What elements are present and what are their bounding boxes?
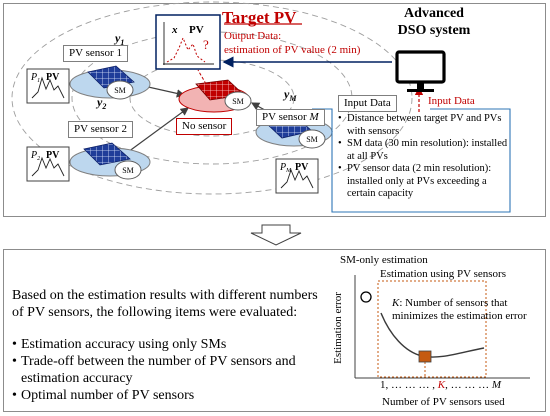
k-note-rest: : Number of sensors that <box>399 297 508 309</box>
svg-text:?: ? <box>203 37 209 52</box>
sm-label: SM <box>122 166 134 175</box>
k-note: K: Number of sensors that minimizes the … <box>392 297 527 323</box>
monitor-icon <box>395 50 446 92</box>
pv-profile-1: P1 PV <box>26 68 70 104</box>
sensor1-label: PV sensor 1 <box>63 45 128 62</box>
y2-label: y2 <box>95 95 106 111</box>
input-data-box-label: Input Data <box>338 95 397 112</box>
input-data-list: Distance between target PV and PVs with … <box>338 113 512 201</box>
sensor2-label: PV sensor 2 <box>68 121 133 138</box>
evaluated-item: Optimal number of PV sensors <box>12 387 332 404</box>
sm-label: SM <box>232 97 244 106</box>
down-arrow-icon <box>250 224 302 246</box>
input-connector <box>312 108 511 213</box>
sm-sensor1 <box>106 80 134 100</box>
pv-profile-2: P2 PV <box>26 146 70 182</box>
sm-target <box>224 91 252 111</box>
top-panel <box>3 3 546 217</box>
using-pv-label: Estimation using PV sensors <box>380 268 507 280</box>
y1-label: y1 <box>113 31 124 47</box>
sm-label: SM <box>114 86 126 95</box>
k-note-line2: minimizes the estimation error <box>392 310 527 322</box>
output-data-label: Output Data: <box>224 30 282 42</box>
tick-start: 1, … … … , <box>380 379 435 391</box>
sensor-region-box <box>377 280 487 378</box>
bottom-intro: Based on the estimation results with dif… <box>12 288 318 320</box>
svg-text:PV: PV <box>295 162 309 173</box>
svg-text:PV: PV <box>46 150 60 161</box>
input-item: Distance between target PV and PVs with … <box>338 113 512 138</box>
svg-text:P2: P2 <box>30 150 40 162</box>
dso-system-title: Advanced DSO system <box>376 5 492 39</box>
pv-profile-M: PM PV <box>275 158 319 194</box>
svg-text:P1: P1 <box>30 72 40 84</box>
optimum-point <box>418 350 432 363</box>
svg-text:PV: PV <box>46 72 60 83</box>
x-axis-label: Number of PV sensors used <box>382 396 505 408</box>
tick-m: M <box>491 379 502 391</box>
evaluated-items-list: Estimation accuracy using only SMs Trade… <box>12 336 332 404</box>
sm-only-point <box>360 291 372 303</box>
evaluated-item: Trade-off between the number of PV senso… <box>12 353 332 387</box>
svg-text:PV: PV <box>189 24 204 36</box>
k-note-var: K <box>392 297 400 309</box>
dso-title-line2: DSO system <box>397 23 471 38</box>
yM-label: yM <box>282 87 297 103</box>
svg-text:PM: PM <box>279 162 292 174</box>
output-data-value: estimation of PV value (2 min) <box>224 44 361 56</box>
k-note-line1: K: Number of sensors that <box>392 297 527 310</box>
target-to-graph-link <box>197 69 207 85</box>
sensor2-panel <box>83 142 131 166</box>
sensorM-label-text: PV sensor <box>262 111 310 123</box>
input-data-red-label: Input Data <box>428 95 475 107</box>
distance-ring <box>11 1 413 195</box>
dso-title-line1: Advanced <box>404 6 464 21</box>
sm-label: SM <box>306 135 318 144</box>
evaluated-item: Estimation accuracy using only SMs <box>12 336 332 353</box>
sensorM-label-var: M <box>309 111 319 123</box>
svg-text:x: x <box>171 24 178 36</box>
sm-sensorM <box>298 129 326 149</box>
input-item: SM data (30 min resolution): installed a… <box>338 138 512 163</box>
tick-k: K <box>437 379 446 391</box>
x-ticks: 1, … … … , K, … … … M <box>380 379 501 391</box>
sm-only-label: SM-only estimation <box>340 254 428 266</box>
bottom-panel <box>3 249 546 412</box>
sm-sensor2 <box>114 160 142 180</box>
no-sensor-label: No sensor <box>176 118 233 135</box>
distance-arrow <box>127 107 189 153</box>
target-pv-title: Target PV <box>222 8 297 27</box>
tick-mid: , … … … <box>445 379 490 391</box>
target-estimation-graph: x PV ? <box>155 14 221 70</box>
input-item: PV sensor data (2 min resolution): insta… <box>338 163 512 201</box>
y-axis-label: Estimation error <box>332 292 344 364</box>
sensorM-label: PV sensor M <box>256 109 325 126</box>
